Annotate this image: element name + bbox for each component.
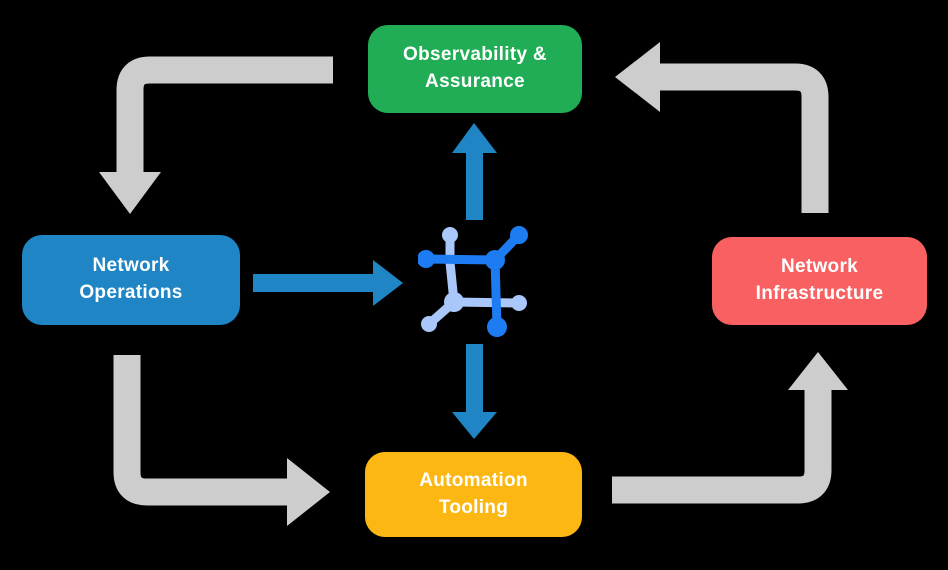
arrow-infrastructure-to-assurance [615, 42, 829, 213]
node-observability-assurance: Observability & Assurance [368, 25, 582, 113]
node-label: Observability & Assurance [403, 44, 547, 92]
node-label: Network Infrastructure [755, 256, 884, 304]
arrow-tooling-to-infrastructure [612, 352, 848, 504]
network-mesh-icon [418, 226, 528, 337]
arrow-platform-to-tooling [452, 344, 497, 439]
node-label: Automation Tooling [419, 469, 528, 518]
arrow-operations-to-tooling [113, 355, 330, 526]
node-network-infrastructure: Network Infrastructure [712, 237, 927, 325]
arrow-assurance-to-operations [99, 56, 333, 214]
arrow-platform-to-assurance [452, 123, 497, 220]
node-network-operations: Network Operations [22, 235, 240, 325]
node-automation-tooling: Automation Tooling [365, 452, 582, 537]
arrow-operations-to-platform [253, 260, 403, 306]
node-label: Network Operations [79, 255, 183, 303]
